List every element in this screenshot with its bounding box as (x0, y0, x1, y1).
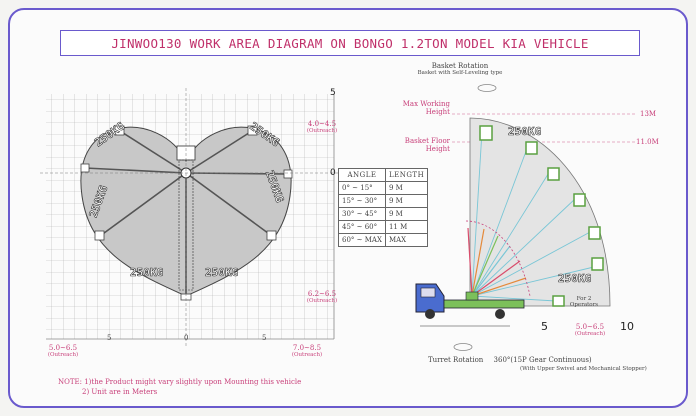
basket-floor-value: 11.0M (636, 138, 659, 146)
basket-floor-label: Basket Floor Height (404, 137, 450, 153)
table-row: 0° ~ 15°9 M (338, 181, 429, 195)
lower-right-outreach: 6.2~6.5(Outreach) (306, 290, 338, 304)
work-envelope-side (469, 117, 611, 307)
footnote: NOTE: 1)the Product might vary slightly … (58, 378, 302, 386)
max-height-value: 13M (640, 110, 657, 118)
side-load-label: 250KG (508, 125, 542, 139)
table-row: 30° ~ 45°9 M (338, 207, 429, 221)
upper-right-outreach: 4.0~4.5(Outreach) (306, 120, 338, 134)
operator-note: For 2 Operators (569, 296, 599, 308)
plan-x-plus: 5 (262, 334, 267, 342)
footnote-2: 2) Unit are in Meters (82, 388, 158, 396)
truck-icon (415, 283, 525, 327)
side-outreach: 5.0~6.5(Outreach) (574, 323, 606, 337)
basket-rotation-label: Basket Rotation Basket with Self-Levelin… (417, 62, 503, 76)
plan-x-minus: 5 (107, 334, 112, 342)
max-height-label: Max Working Height (402, 100, 450, 116)
side-load-label-2: 250KG (558, 272, 592, 286)
angle-header: ANGLE (338, 168, 386, 182)
plan-load-label: 250KG (205, 266, 239, 280)
angle-length-table: ANGLE LENGTH 0° ~ 15°9 M 15° ~ 30°9 M 30… (338, 168, 429, 247)
right-outreach: 7.0~8.5(Outreach) (291, 344, 323, 358)
turret-rotation-label: Turret Rotation 360°(15P Gear Continuous… (428, 356, 592, 364)
diagram-title: JINWOO130 WORK AREA DIAGRAM ON BONGO 1.2… (60, 30, 640, 56)
plan-view-diagram (40, 88, 340, 348)
retracted-booms (467, 227, 527, 297)
plan-scale-top: 5 (330, 88, 336, 98)
side-x-5: 5 (541, 320, 548, 333)
side-x-10: 10 (620, 320, 634, 333)
turret-sub: (With Upper Swivel and Mechanical Stoppe… (520, 366, 647, 372)
boom-positions (471, 130, 599, 302)
plan-x-zero: 0 (184, 334, 189, 342)
basket-rotation-icon (477, 84, 497, 92)
plan-load-label: 250KG (130, 266, 164, 280)
left-outreach: 5.0~6.5(Outreach) (47, 344, 79, 358)
basket-icons (479, 125, 604, 307)
side-view-diagram (415, 113, 635, 327)
turret-rotation-icon (453, 343, 473, 351)
plan-scale-mid: 0 (330, 168, 336, 178)
